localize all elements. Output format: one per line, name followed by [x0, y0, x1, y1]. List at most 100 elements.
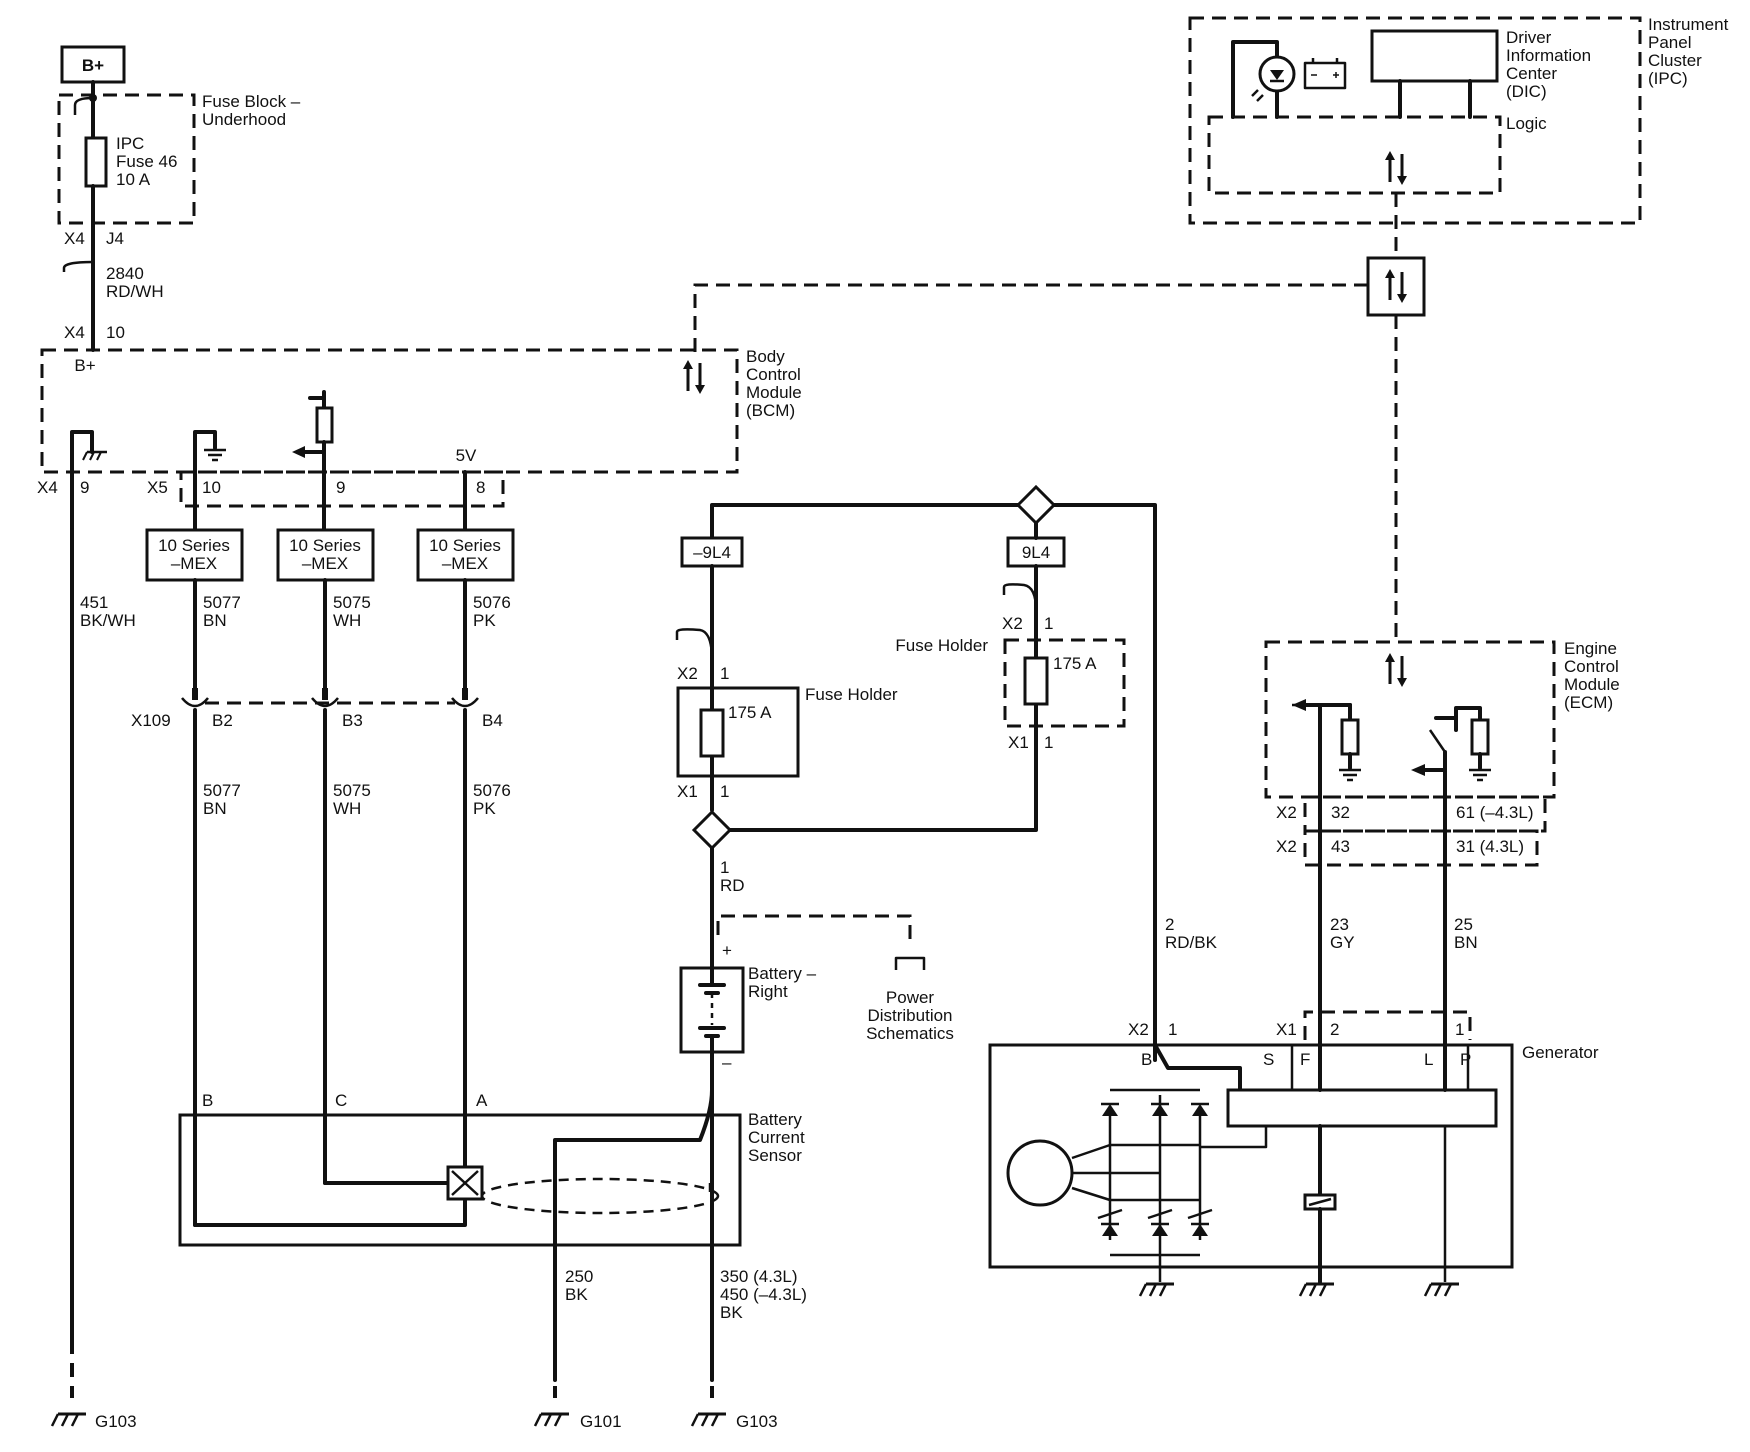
- bcm-pin-10: 10: [202, 478, 221, 497]
- ground-g103-left: G103: [95, 1412, 137, 1431]
- fuse-holder-left: [676, 686, 800, 778]
- ecm-ground-2-icon: [1467, 768, 1493, 782]
- pin-10: 10: [106, 323, 125, 342]
- wire-23-color: GY: [1330, 933, 1355, 952]
- bcs-pin-b: B: [202, 1091, 213, 1110]
- stator-winding-icon: [1006, 1139, 1074, 1207]
- x109-b3: B3: [342, 711, 363, 730]
- ecm-label-2: Control: [1564, 657, 1619, 676]
- bcm-label-2: Control: [746, 365, 801, 384]
- svg-text:–MEX: –MEX: [171, 554, 217, 573]
- gen-term-f: F: [1300, 1050, 1310, 1069]
- wire-5077-lower-color: BN: [203, 799, 227, 818]
- gen-ground-rectifier-icon: [1138, 1282, 1176, 1298]
- wire-rd-color: RD: [720, 876, 745, 895]
- fh-left-conn-top: X2: [677, 664, 698, 683]
- svg-text:10 Series: 10 Series: [429, 536, 501, 555]
- svg-text:–MEX: –MEX: [302, 554, 348, 573]
- fh-right-label: Fuse Holder: [895, 636, 988, 655]
- wire-5075-number: 5075: [333, 593, 371, 612]
- wire-5077-number: 5077: [203, 593, 241, 612]
- splice-bottom-icon: [691, 809, 733, 851]
- gen-conn-x2: X2: [1128, 1020, 1149, 1039]
- fh-left-label: Fuse Holder: [805, 685, 898, 704]
- wire-2840-number: 2840: [106, 264, 144, 283]
- ground-g103-right: G103: [736, 1412, 778, 1431]
- battery-minus: –: [722, 1053, 732, 1072]
- bcs-pin-a: A: [476, 1091, 488, 1110]
- bcm-ground-icon: [202, 448, 228, 462]
- ecm-l-output-arrow-icon: [1411, 764, 1425, 776]
- supply-label: B+: [82, 56, 104, 75]
- fuse-175a-right-icon: [1023, 656, 1049, 706]
- ipc-label-1: Instrument: [1648, 15, 1729, 34]
- bcm-pin-9a: 9: [80, 478, 89, 497]
- ecm-box: [1264, 640, 1556, 799]
- battery-label-1: Battery –: [748, 964, 817, 983]
- ecm-pin-43: 43: [1331, 837, 1350, 856]
- diode-icon: [1189, 1102, 1211, 1118]
- wire-rd-number: 1: [720, 858, 729, 877]
- ipc-label-2: Panel: [1648, 33, 1691, 52]
- wire-451-number: 451: [80, 593, 108, 612]
- gen-pin-1: 1: [1455, 1020, 1464, 1039]
- battery-label-2: Right: [748, 982, 788, 1001]
- battery-current-sensor-box: [178, 1113, 742, 1247]
- dic-display: [1370, 29, 1499, 83]
- bcs-pin-c: C: [335, 1091, 347, 1110]
- diode-icon: [1099, 1102, 1121, 1118]
- fh-right-pin-bot: 1: [1044, 733, 1053, 752]
- ipc-label-4: (IPC): [1648, 69, 1688, 88]
- diode-icon: [1149, 1102, 1171, 1118]
- x109-conn: X109: [131, 711, 171, 730]
- pds-label-1: Power: [886, 988, 935, 1007]
- bcm-5v: 5V: [456, 446, 477, 465]
- wire-451-color: BK/WH: [80, 611, 136, 630]
- battery-plus: +: [722, 941, 732, 960]
- wire-rdbk-color: RD/BK: [1165, 933, 1218, 952]
- gen-pin-2: 2: [1330, 1020, 1339, 1039]
- bcm-label-3: Module: [746, 383, 802, 402]
- fh-left-pin-top: 1: [720, 664, 729, 683]
- fh-right-pin-top: 1: [1044, 614, 1053, 633]
- ipc-label-3: Cluster: [1648, 51, 1702, 70]
- diode-icon: [1189, 1222, 1211, 1238]
- wire-rdbk-number: 2: [1165, 915, 1174, 934]
- ecm-conn-1: X2: [1276, 803, 1297, 822]
- voltage-regulator: [1226, 1088, 1498, 1128]
- x109-b2: B2: [212, 711, 233, 730]
- wire-2840-color: RD/WH: [106, 282, 164, 301]
- splice-right-text: 9L4: [1022, 543, 1050, 562]
- gen-ground-field-icon: [1298, 1282, 1336, 1298]
- mex-box-2: [276, 528, 375, 582]
- wire-250-number: 250: [565, 1267, 593, 1286]
- ipc-logic-label: Logic: [1506, 114, 1547, 133]
- bcs-label-2: Current: [748, 1128, 805, 1147]
- splice-left-text: –9L4: [693, 543, 731, 562]
- pds-label-3: Schematics: [866, 1024, 954, 1043]
- dic-label-3: Center: [1506, 64, 1557, 83]
- wire-350-number: 350 (4.3L): [720, 1267, 798, 1286]
- wire-5076-color: PK: [473, 611, 496, 630]
- bcm-label-4: (BCM): [746, 401, 795, 420]
- wire-450-number: 450 (–4.3L): [720, 1285, 807, 1304]
- ecm-pin-61: 61 (–4.3L): [1456, 803, 1534, 822]
- battery-symbol-icon: [1303, 61, 1347, 90]
- gen-term-b: B: [1141, 1050, 1152, 1069]
- ecm-f-output-arrow-icon: [1292, 699, 1306, 711]
- ecm-label-3: Module: [1564, 675, 1620, 694]
- ground-g101: G101: [580, 1412, 622, 1431]
- fuse-175a-left-icon: [699, 708, 725, 758]
- fuse-holder-right: [1003, 638, 1126, 728]
- fh-left-pin-bot: 1: [720, 782, 729, 801]
- conn-x4-top: X4: [64, 229, 85, 248]
- wire-5075-lower-number: 5075: [333, 781, 371, 800]
- pds-label-2: Distribution: [867, 1006, 952, 1025]
- wire-5077-lower-number: 5077: [203, 781, 241, 800]
- ecm-label-4: (ECM): [1564, 693, 1613, 712]
- ipc-data-arrows-icon: [1383, 149, 1409, 187]
- ipc-logic-box: [1207, 115, 1502, 195]
- gen-term-s: S: [1263, 1050, 1274, 1069]
- generator-label: Generator: [1522, 1043, 1599, 1062]
